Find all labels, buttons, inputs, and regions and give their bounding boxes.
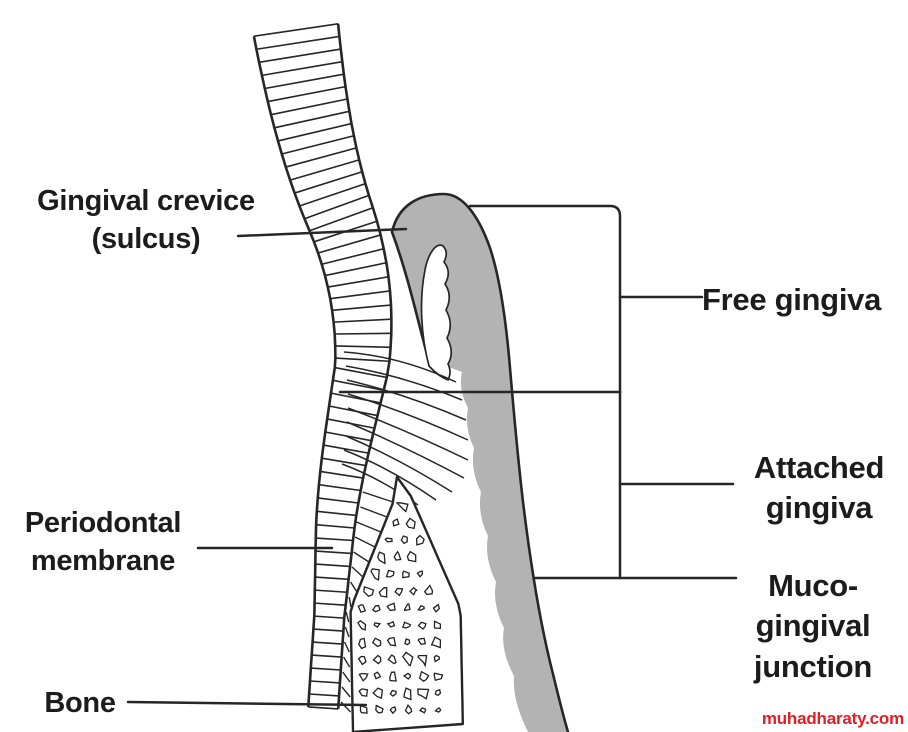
- label-gingival-crevice-line2: (sulcus): [91, 222, 201, 255]
- gingiva-outline: [390, 192, 570, 732]
- label-free-gingiva: Free gingiva: [702, 282, 882, 317]
- gingiva-shape: [390, 192, 570, 732]
- label-attached-line1: Attached: [753, 450, 885, 485]
- label-mgj-line2: gingival: [755, 608, 871, 644]
- bone-shape: [349, 475, 464, 732]
- label-attached-line2: gingiva: [765, 490, 873, 526]
- label-gingival-crevice-line1: Gingival crevice: [37, 185, 255, 217]
- label-mgj-line1: Muco-: [768, 568, 858, 603]
- gingival-crevice-leader: [236, 227, 408, 238]
- label-periodontal-line1: Periodontal: [24, 507, 182, 539]
- watermark-text: muhadharaty.com: [761, 709, 904, 728]
- label-periodontal-line2: membrane: [30, 544, 176, 577]
- periodontal-membrane-hatch: [340, 491, 394, 713]
- label-attached-gingiva: Attached gingiva: [733, 448, 905, 529]
- label-mucogingival-junction: Muco- gingival junction: [722, 566, 904, 687]
- label-mgj-line3: junction: [753, 648, 873, 684]
- label-periodontal-membrane: Periodontal membrane: [0, 505, 206, 580]
- gingival-fibers: [341, 351, 469, 506]
- gingiva-bracket: [468, 204, 622, 580]
- tooth-surface-band: [252, 22, 393, 710]
- bone-leader: [126, 700, 368, 707]
- label-gingival-crevice: Gingival crevice (sulcus): [10, 183, 282, 258]
- sulcular-epithelium: [420, 244, 453, 382]
- label-bone: Bone: [44, 687, 116, 719]
